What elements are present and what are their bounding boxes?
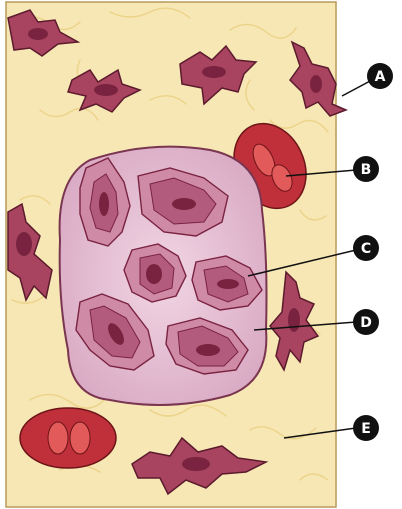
label-B-text: B [361,162,372,178]
label-B: B [353,156,379,182]
cell-nest-capsule [60,147,267,405]
leader-line-A [342,80,372,96]
label-D-text: D [360,315,372,331]
label-C: C [353,235,379,261]
label-C-text: C [361,241,371,257]
label-A: A [367,63,393,89]
label-D: D [353,309,379,335]
label-E-text: E [361,421,371,437]
red-blood-cell-lower [20,408,116,468]
label-E: E [353,415,379,441]
label-A-text: A [375,69,386,85]
